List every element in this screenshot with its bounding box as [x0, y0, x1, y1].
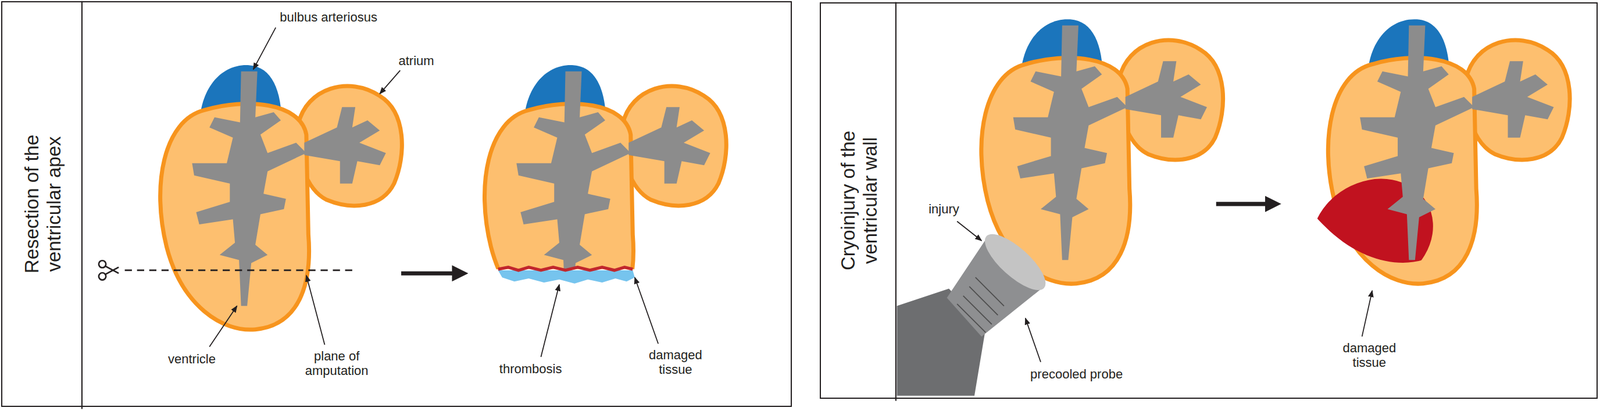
leader-line [306, 275, 325, 345]
part-label: ventricle [168, 351, 216, 367]
part-label: damaged tissue [1337, 340, 1402, 370]
process-arrow [401, 271, 456, 276]
part-label: thrombosis [499, 362, 563, 377]
heart-intact [160, 65, 403, 330]
heart-lumen [1359, 25, 1554, 260]
thrombosis-clot [498, 270, 635, 284]
heart-lumen [516, 71, 710, 270]
heart-lumen [1013, 25, 1207, 260]
leader-line [379, 70, 400, 94]
part-label: injury [928, 201, 960, 217]
scissors-symbol [98, 260, 119, 280]
part-label: bulbus arteriosus [279, 9, 378, 25]
heart-cryoinjured [1290, 19, 1570, 313]
part-label: precooled probe [1030, 366, 1123, 382]
leader-line [1362, 290, 1373, 337]
heading-column: Resection of the ventricular apex [2, 2, 83, 406]
panel-box: Resection of the ventricular apex [1, 1, 792, 407]
panel-box: Cryoinjury of the ventricular wall [819, 2, 1598, 399]
process-arrow [1216, 201, 1269, 206]
leader-line [956, 221, 982, 241]
heart-body [484, 65, 727, 270]
amputation-plane [125, 269, 353, 272]
heart-resected [484, 65, 727, 330]
panel-divider [895, 2, 897, 402]
part-label: atrium [398, 54, 435, 69]
cryo-probe [897, 225, 1054, 396]
leader-line [253, 27, 277, 70]
part-label: damaged tissue [643, 347, 708, 378]
damaged-tissue-region [1290, 156, 1454, 313]
leader-line [634, 277, 659, 344]
leader-line [209, 305, 237, 347]
leader-line [540, 284, 560, 357]
heading-column: Cryoinjury of the ventricular wall [820, 3, 898, 398]
damaged-tissue-line [498, 267, 634, 271]
part-label: plane of amputation [298, 348, 375, 379]
panel-divider [81, 1, 83, 410]
heart-body [981, 19, 1224, 284]
leader-line [1025, 318, 1041, 362]
panel-heading: Resection of the ventricular apex [20, 118, 65, 291]
heart-intact [981, 19, 1224, 284]
heart-body [160, 65, 403, 330]
panel-heading: Cryoinjury of the ventricular wall [837, 114, 882, 288]
